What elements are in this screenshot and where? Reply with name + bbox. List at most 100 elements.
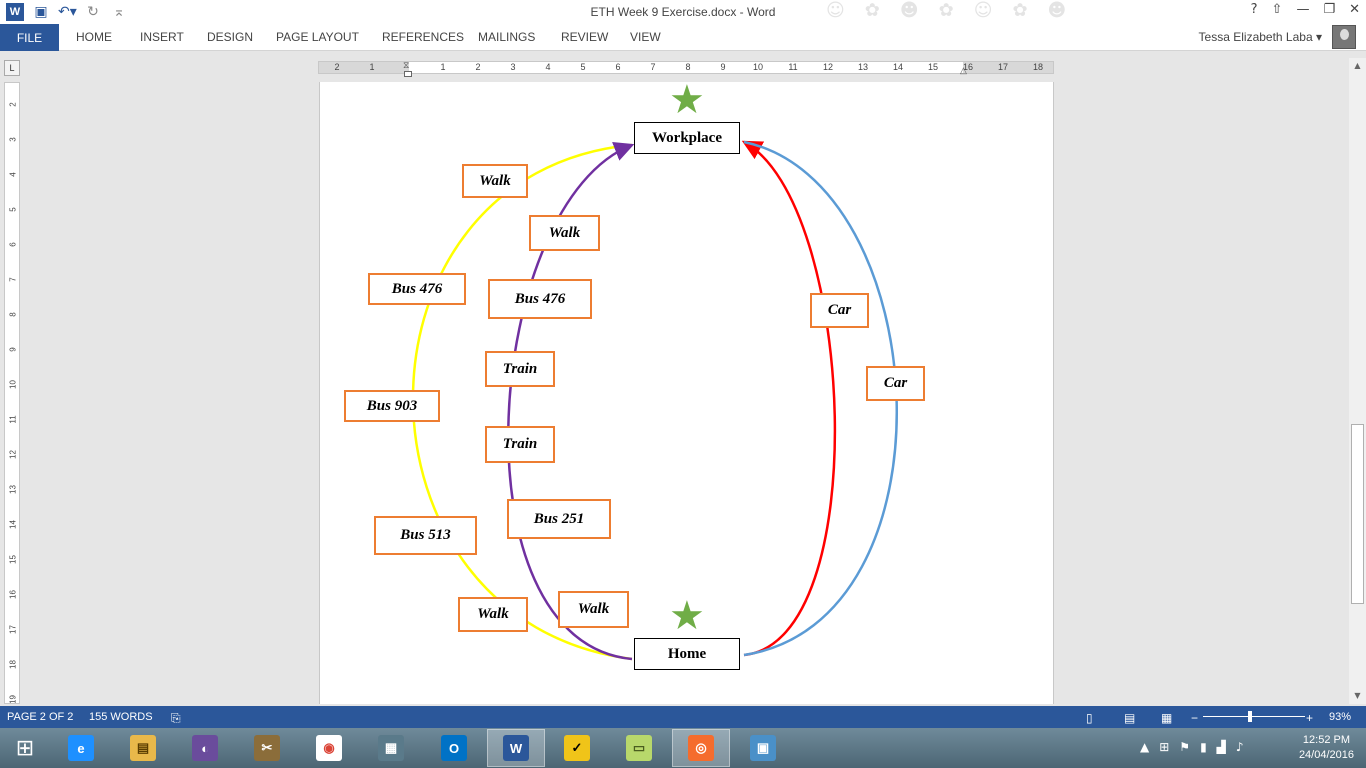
action-center-icon[interactable]: ⚑ bbox=[1179, 740, 1191, 754]
taskbar-app-chrome[interactable]: ◉ bbox=[300, 729, 358, 767]
tab-selector[interactable]: L bbox=[4, 60, 20, 76]
quick-access-toolbar: W ▣ ↶▾ ↻ ⌅ bbox=[6, 2, 128, 22]
battery-icon[interactable]: ▮ bbox=[1200, 740, 1207, 754]
ruler-number: 10 bbox=[752, 62, 764, 72]
label-walk-yellow-top[interactable]: Walk bbox=[462, 164, 528, 198]
save-icon[interactable]: ▣ bbox=[34, 4, 48, 20]
tab-design[interactable]: DESIGN bbox=[207, 30, 254, 44]
restore-icon[interactable]: ❐ bbox=[1323, 2, 1336, 17]
home-box[interactable]: Home bbox=[634, 638, 740, 670]
proofing-icon[interactable]: ⎘ bbox=[171, 711, 181, 725]
scroll-up-icon[interactable]: ▲ bbox=[1354, 61, 1361, 70]
ruler-number: 14 bbox=[892, 62, 904, 72]
volume-icon[interactable]: ♪ bbox=[1235, 740, 1244, 754]
taskbar-app-outlook[interactable]: O bbox=[425, 729, 483, 767]
label-walk-yellow-bottom[interactable]: Walk bbox=[458, 597, 528, 632]
label-bus476-yellow[interactable]: Bus 476 bbox=[368, 273, 466, 305]
tab-mailings[interactable]: MAILINGS bbox=[478, 30, 536, 44]
network-signal-icon[interactable]: ▟ bbox=[1216, 740, 1226, 754]
label-car-red[interactable]: Car bbox=[810, 293, 869, 328]
ribbon-display-icon[interactable]: ⇧ bbox=[1271, 2, 1283, 17]
tab-references[interactable]: REFERENCES bbox=[382, 30, 465, 44]
tab-home[interactable]: HOME bbox=[76, 30, 112, 44]
zoom-level[interactable]: 93% bbox=[1329, 711, 1352, 723]
zoom-slider[interactable] bbox=[1203, 716, 1305, 717]
minimize-icon[interactable]: — bbox=[1296, 2, 1310, 17]
zoom-in-button[interactable]: + bbox=[1306, 711, 1314, 725]
chevron-down-icon: ▾ bbox=[1315, 30, 1322, 44]
right-indent-marker[interactable]: △ bbox=[960, 65, 967, 75]
word-logo-icon[interactable]: W bbox=[6, 3, 24, 21]
print-layout-icon[interactable]: ▤ bbox=[1124, 711, 1136, 725]
tab-insert[interactable]: INSERT bbox=[140, 30, 184, 44]
ruler-number: 2 bbox=[8, 102, 18, 107]
label-car-blue[interactable]: Car bbox=[866, 366, 925, 401]
ruler-number: 12 bbox=[8, 450, 18, 459]
taskbar-clock[interactable]: 12:52 PM 24/04/2016 bbox=[1299, 733, 1354, 763]
taskbar-app-picasa[interactable]: ◐ bbox=[176, 729, 234, 767]
zoom-slider-thumb[interactable] bbox=[1248, 711, 1252, 722]
ruler-number: 17 bbox=[8, 625, 18, 634]
tab-view[interactable]: VIEW bbox=[630, 30, 661, 44]
tab-review[interactable]: REVIEW bbox=[561, 30, 609, 44]
taskbar-app-sticky-notes[interactable]: ▭ bbox=[610, 729, 668, 767]
taskbar-app-norton[interactable]: ✓ bbox=[548, 729, 606, 767]
label-train-purple-2[interactable]: Train bbox=[485, 426, 555, 463]
taskbar-app-origin[interactable]: ◎ bbox=[672, 729, 730, 767]
user-name: Tessa Elizabeth Laba bbox=[1198, 30, 1313, 44]
label-walk-purple-top[interactable]: Walk bbox=[529, 215, 600, 251]
taskbar-app-word[interactable]: W bbox=[487, 729, 545, 767]
taskbar-app-control-panel[interactable]: ▣ bbox=[734, 729, 792, 767]
label-walk-purple-bottom[interactable]: Walk bbox=[558, 591, 629, 628]
label-bus903-yellow[interactable]: Bus 903 bbox=[344, 390, 440, 422]
ruler-number: 6 bbox=[8, 242, 18, 247]
ruler-number: 16 bbox=[962, 62, 974, 72]
ruler-number: 3 bbox=[8, 137, 18, 142]
document-page[interactable]: ★ Workplace ★ Home Walk Bus 476 Bus 903 … bbox=[319, 80, 1054, 704]
first-line-indent-marker[interactable]: ⧖ bbox=[403, 60, 410, 70]
ruler-number: 5 bbox=[580, 62, 586, 72]
help-icon[interactable]: ? bbox=[1250, 2, 1258, 17]
avatar[interactable] bbox=[1332, 25, 1356, 49]
word-count[interactable]: 155 WORDS bbox=[89, 711, 153, 723]
taskbar-app-calculator[interactable]: ▦ bbox=[362, 729, 420, 767]
vertical-scrollbar[interactable]: ▲ ▼ bbox=[1349, 58, 1366, 704]
ruler-number: 4 bbox=[8, 172, 18, 177]
ruler-number: 12 bbox=[822, 62, 834, 72]
clock-date: 24/04/2016 bbox=[1298, 749, 1354, 761]
label-bus476-purple[interactable]: Bus 476 bbox=[488, 279, 592, 319]
tab-page-layout[interactable]: PAGE LAYOUT bbox=[276, 30, 359, 44]
read-mode-icon[interactable]: ▯ bbox=[1086, 711, 1093, 725]
purple-route-line bbox=[507, 142, 635, 661]
redo-icon[interactable]: ↻ bbox=[87, 4, 99, 20]
label-train-purple-1[interactable]: Train bbox=[485, 351, 555, 387]
calculator-icon: ▦ bbox=[378, 735, 404, 761]
customize-qat-icon[interactable]: ⌅ bbox=[113, 4, 125, 20]
label-bus251-purple[interactable]: Bus 251 bbox=[507, 499, 611, 539]
web-layout-icon[interactable]: ▦ bbox=[1161, 711, 1173, 725]
scrollbar-thumb[interactable] bbox=[1351, 424, 1364, 604]
chrome-icon: ◉ bbox=[316, 735, 342, 761]
ruler-number: 11 bbox=[788, 62, 798, 72]
show-hidden-icons-icon[interactable]: ▲ bbox=[1140, 740, 1150, 754]
tab-file[interactable]: FILE bbox=[0, 24, 59, 51]
user-account[interactable]: Tessa Elizabeth Laba ▾ bbox=[1199, 30, 1322, 44]
start-button[interactable]: ⊞ bbox=[0, 729, 50, 767]
sticky-notes-icon: ▭ bbox=[626, 735, 652, 761]
background-decoration: ☺✿☻✿☺✿☻ bbox=[826, 0, 1087, 21]
label-bus513-yellow[interactable]: Bus 513 bbox=[374, 516, 477, 555]
taskbar-app-tool-app[interactable]: ✂ bbox=[238, 729, 296, 767]
close-icon[interactable]: ✕ bbox=[1349, 2, 1360, 17]
taskbar-app-file-explorer[interactable]: ▤ bbox=[114, 729, 172, 767]
page-count[interactable]: PAGE 2 OF 2 bbox=[7, 711, 74, 723]
undo-icon[interactable]: ↶▾ bbox=[58, 4, 77, 20]
left-indent-marker[interactable] bbox=[404, 71, 412, 77]
workplace-box[interactable]: Workplace bbox=[634, 122, 740, 154]
zoom-out-button[interactable]: − bbox=[1191, 711, 1199, 725]
windows-flag-icon[interactable]: ⊞ bbox=[1159, 740, 1170, 754]
taskbar-app-internet-explorer[interactable]: e bbox=[52, 729, 110, 767]
ruler-number: 19 bbox=[8, 695, 18, 704]
scroll-down-icon[interactable]: ▼ bbox=[1354, 691, 1361, 700]
